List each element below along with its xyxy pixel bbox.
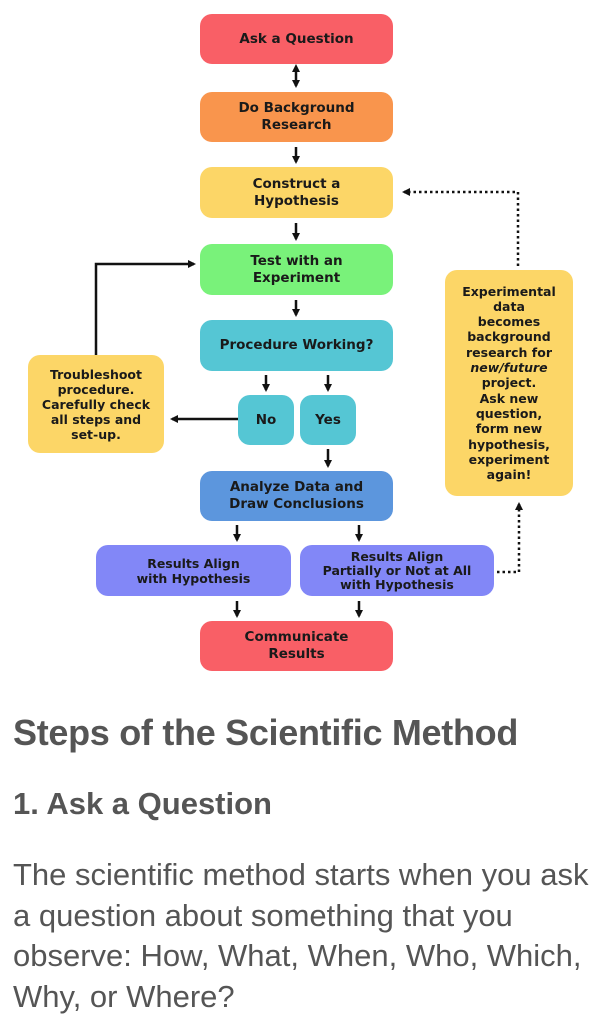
node-ask-question-label: Ask a Question: [239, 30, 354, 47]
node-no: No: [238, 395, 294, 445]
dotted-note-to-hypothesis: [402, 188, 520, 266]
node-procedure-working: Procedure Working?: [200, 320, 393, 371]
node-communicate-results-label: Communicate Results: [244, 629, 349, 662]
node-experimental-data-note-label: Experimental data becomes background res…: [462, 284, 556, 483]
flowchart-connectors: [94, 64, 523, 618]
node-results-partial: Results Align Partially or Not at All wi…: [300, 545, 494, 596]
node-analyze-data: Analyze Data and Draw Conclusions: [200, 471, 393, 521]
node-background-research-label: Do Background Research: [238, 100, 355, 133]
node-troubleshoot-label: Troubleshoot procedure. Carefully check …: [41, 366, 151, 442]
node-yes: Yes: [300, 395, 356, 445]
node-test-experiment-label: Test with an Experiment: [250, 252, 343, 286]
node-construct-hypothesis-label: Construct a Hypothesis: [252, 175, 341, 209]
node-procedure-working-label: Procedure Working?: [219, 337, 374, 353]
arrow-troubleshoot-experiment: [94, 260, 196, 355]
node-construct-hypothesis: Construct a Hypothesis: [200, 167, 393, 218]
node-test-experiment: Test with an Experiment: [200, 244, 393, 295]
node-communicate-results: Communicate Results: [200, 621, 393, 671]
node-ask-question: Ask a Question: [200, 14, 393, 64]
node-background-research: Do Background Research: [200, 92, 393, 142]
node-results-align: Results Align with Hypothesis: [96, 545, 291, 596]
article-heading: Steps of the Scientific Method: [13, 712, 519, 753]
node-results-align-label: Results Align with Hypothesis: [136, 555, 251, 586]
node-results-partial-label: Results Align Partially or Not at All wi…: [322, 548, 472, 592]
node-experimental-data-note: Experimental data becomes background res…: [445, 270, 573, 496]
note-text-part2: project. Ask new question, form new hypo…: [468, 375, 550, 483]
node-no-label: No: [255, 411, 277, 428]
note-text-italic: new/future: [470, 360, 548, 376]
node-analyze-data-label: Analyze Data and Draw Conclusions: [229, 479, 364, 512]
dotted-partial-to-note: [497, 502, 523, 574]
step-heading: 1. Ask a Question: [13, 786, 272, 821]
step-paragraph: The scientific method starts when you as…: [13, 857, 589, 1014]
note-text-part1: Experimental data becomes background res…: [462, 283, 556, 360]
node-troubleshoot: Troubleshoot procedure. Carefully check …: [28, 355, 164, 453]
node-yes-label: Yes: [315, 411, 341, 428]
